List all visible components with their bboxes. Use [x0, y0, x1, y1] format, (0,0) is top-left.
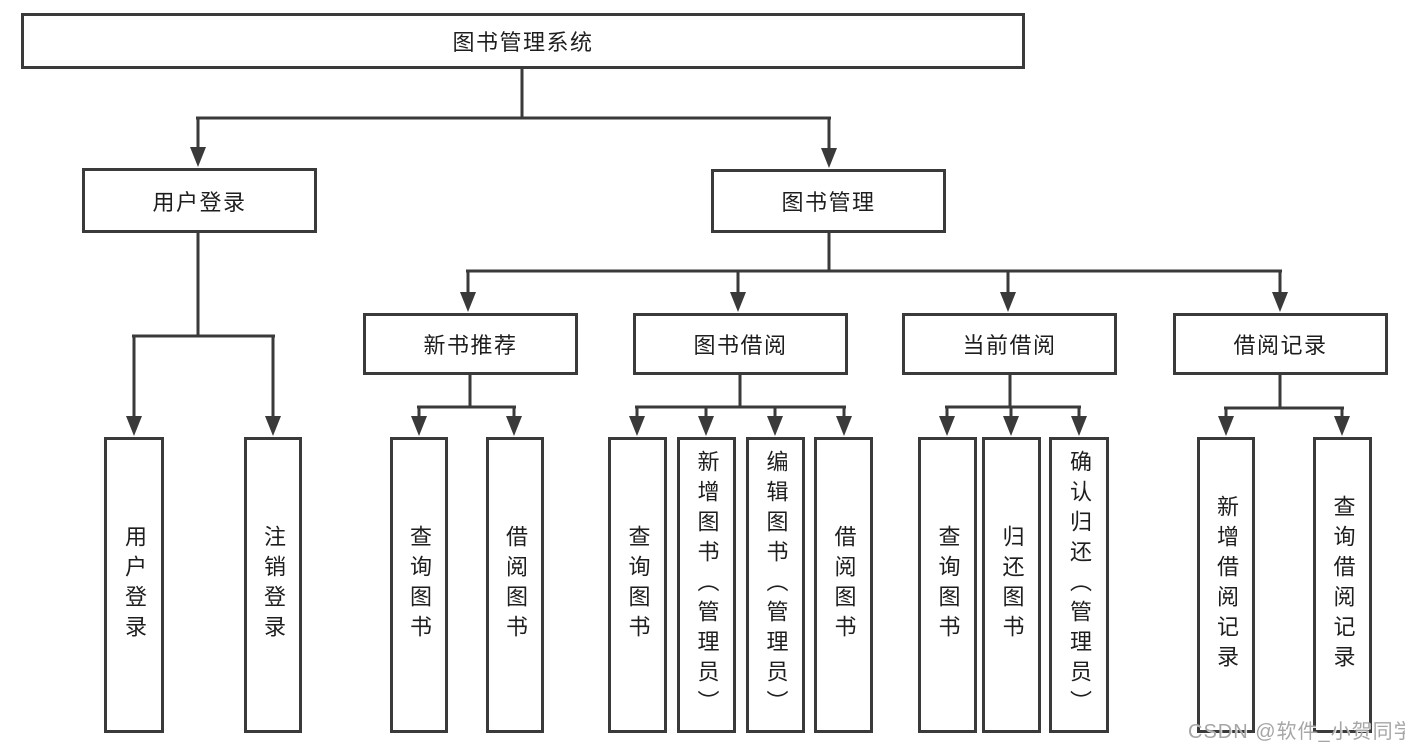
- leaf-borrow-book-label: 借阅图书: [831, 525, 857, 645]
- node-book-borrow-label: 图书借阅: [693, 333, 788, 358]
- leaf-confirm-return-admin: 确认归还（管理员）: [1049, 437, 1109, 733]
- node-book-borrow: 图书借阅: [633, 313, 848, 375]
- connector-current-borrow-to-leaves: [939, 375, 1087, 436]
- node-new-book-recommend-label: 新书推荐: [423, 333, 518, 358]
- leaf-return-book-label: 归还图书: [999, 525, 1025, 645]
- leaf-recommend-borrow-book-label: 借阅图书: [503, 525, 528, 645]
- leaf-logout: 注销登录: [244, 437, 302, 733]
- leaf-query-borrow-record-label: 查询借阅记录: [1330, 495, 1356, 675]
- node-book-management-label: 图书管理: [781, 190, 876, 215]
- node-root-system-label: 图书管理系统: [452, 30, 594, 55]
- connector-book-borrow-to-leaves: [629, 375, 852, 436]
- leaf-recommend-query-book: 查询图书: [390, 437, 448, 733]
- node-borrow-records-label: 借阅记录: [1233, 333, 1328, 358]
- leaf-add-book-admin: 新增图书（管理员）: [677, 437, 736, 733]
- csdn-watermark: CSDN @软件_小贺同学: [1188, 721, 1405, 743]
- leaf-edit-book-admin: 编辑图书（管理员）: [746, 437, 805, 733]
- leaf-recommend-borrow-book: 借阅图书: [486, 437, 544, 733]
- node-book-management: 图书管理: [711, 169, 946, 233]
- leaf-add-book-admin-label: 新增图书（管理员）: [694, 450, 720, 720]
- leaf-borrow-query-book-label: 查询图书: [625, 525, 651, 645]
- node-current-borrow: 当前借阅: [902, 313, 1117, 375]
- connector-new-book-to-leaves: [411, 375, 522, 436]
- connector-user-login-to-leaves: [126, 232, 281, 436]
- leaf-recommend-query-book-label: 查询图书: [407, 525, 432, 645]
- connector-root-to-level1: [190, 68, 837, 168]
- leaf-current-query-book: 查询图书: [918, 437, 977, 733]
- leaf-confirm-return-admin-label: 确认归还（管理员）: [1067, 450, 1092, 720]
- leaf-user-login-label: 用户登录: [122, 525, 147, 645]
- connector-book-management-to-level2: [460, 232, 1288, 312]
- node-user-login: 用户登录: [82, 168, 317, 233]
- leaf-borrow-book: 借阅图书: [814, 437, 873, 733]
- connector-borrow-records-to-leaves: [1218, 375, 1350, 436]
- leaf-add-borrow-record: 新增借阅记录: [1197, 437, 1255, 733]
- leaf-edit-book-admin-label: 编辑图书（管理员）: [763, 450, 789, 720]
- node-root-system: 图书管理系统: [21, 13, 1025, 69]
- leaf-borrow-query-book: 查询图书: [608, 437, 667, 733]
- node-user-login-label: 用户登录: [152, 189, 247, 215]
- node-current-borrow-label: 当前借阅: [962, 333, 1057, 358]
- leaf-current-query-book-label: 查询图书: [935, 525, 961, 645]
- leaf-return-book: 归还图书: [982, 437, 1041, 733]
- leaf-logout-label: 注销登录: [261, 525, 286, 645]
- leaf-add-borrow-record-label: 新增借阅记录: [1214, 495, 1239, 675]
- leaf-user-login: 用户登录: [104, 437, 164, 733]
- node-new-book-recommend: 新书推荐: [363, 313, 578, 375]
- node-borrow-records: 借阅记录: [1173, 313, 1388, 375]
- leaf-query-borrow-record: 查询借阅记录: [1313, 437, 1372, 733]
